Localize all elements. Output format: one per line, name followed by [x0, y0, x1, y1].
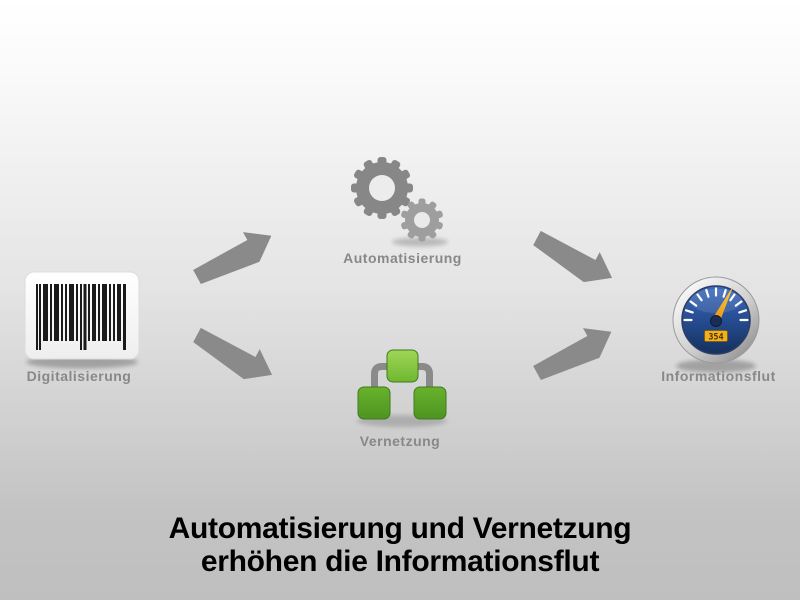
arrow-automatisierung-to-informationsflut: [533, 230, 613, 283]
gear-small: [401, 198, 443, 242]
arrow-vernetzung-to-informationsflut: [533, 328, 612, 380]
label-automatisierung: Automatisierung: [343, 250, 462, 266]
gauge-needle: [712, 285, 734, 323]
network-node-top: [386, 349, 419, 383]
gear-large: [351, 157, 413, 219]
slide-title-line2: erhöhen die Informationsflut: [200, 545, 600, 578]
network-node-right: [413, 386, 447, 420]
speedometer-icon: 354: [672, 276, 760, 373]
slide-title-line1: Automatisierung und Vernetzung: [168, 512, 632, 545]
gauge-hub: [710, 315, 722, 327]
arrow-digitalisierung-to-automatisierung: [193, 232, 272, 284]
gears-icon: [351, 157, 448, 247]
network-tree-icon: [357, 349, 447, 427]
label-informationsflut: Informationsflut: [661, 368, 776, 384]
label-digitalisierung: Digitalisierung: [26, 368, 132, 384]
label-vernetzung: Vernetzung: [359, 433, 441, 449]
arrow-group: [193, 230, 613, 380]
arrow-digitalisierung-to-vernetzung: [193, 327, 273, 380]
slide-title: Automatisierung und Vernetzung erhöhen d…: [0, 512, 800, 578]
gauge-ticks: [683, 287, 749, 322]
barcode-icon: [24, 271, 140, 369]
network-node-left: [357, 386, 391, 420]
gauge-display-value: 354: [708, 332, 723, 342]
gauge-display: [704, 330, 728, 342]
